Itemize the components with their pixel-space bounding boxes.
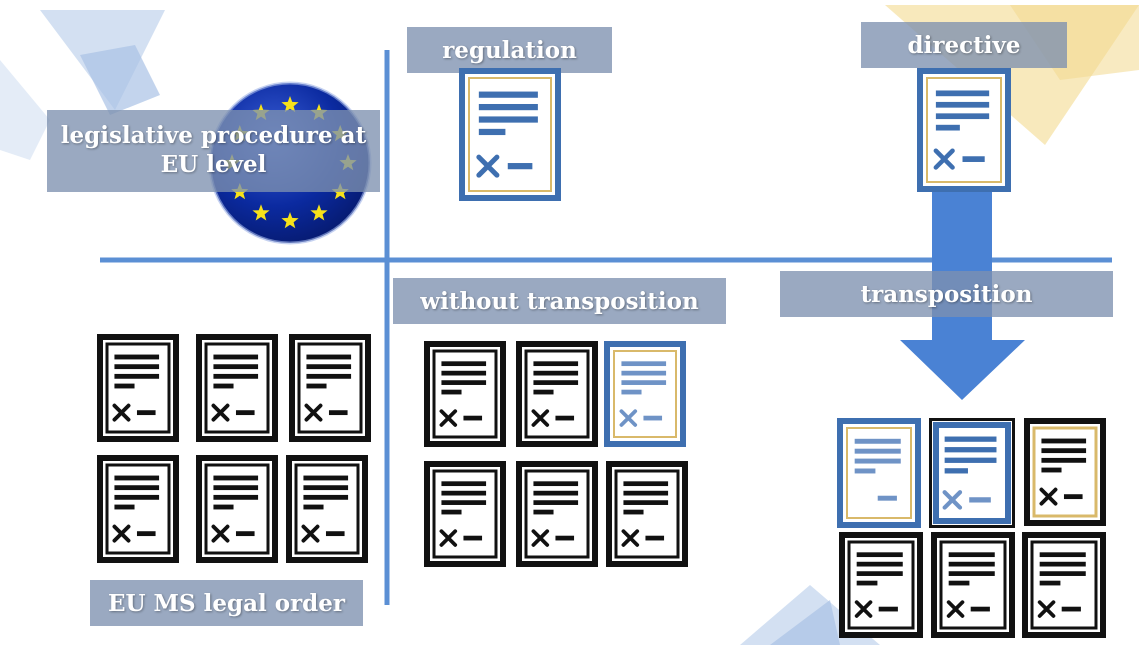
ms-document-icon <box>286 455 368 563</box>
without-transposition-document-icon <box>424 461 506 567</box>
transposed-document-icon <box>929 418 1015 528</box>
directive-document-icon <box>917 68 1011 192</box>
ms-document-icon <box>289 334 371 442</box>
without-transposition-document-icon <box>516 461 598 567</box>
transposed-document-icon <box>837 418 921 528</box>
national-document-icon <box>839 532 923 638</box>
ms-document-icon <box>196 334 278 442</box>
transposed-document-icon <box>1024 418 1106 526</box>
without-transposition-label: without transposition <box>393 278 726 324</box>
ms-document-icon <box>196 455 278 563</box>
ms-document-icon <box>97 455 179 563</box>
ms-legal-order-label: EU MS legal order <box>90 580 363 626</box>
regulation-document-icon <box>459 68 561 201</box>
eu-level-label: legislative procedure at EU level <box>47 110 380 192</box>
national-document-icon <box>1022 532 1106 638</box>
ms-document-icon <box>97 334 179 442</box>
directive-label: directive <box>861 22 1067 68</box>
regulation-copy-document-icon <box>604 341 686 447</box>
regulation-label: regulation <box>407 27 612 73</box>
without-transposition-document-icon <box>516 341 598 447</box>
transposition-label: transposition <box>780 271 1113 317</box>
without-transposition-document-icon <box>424 341 506 447</box>
without-transposition-document-icon <box>606 461 688 567</box>
national-document-icon <box>931 532 1015 638</box>
